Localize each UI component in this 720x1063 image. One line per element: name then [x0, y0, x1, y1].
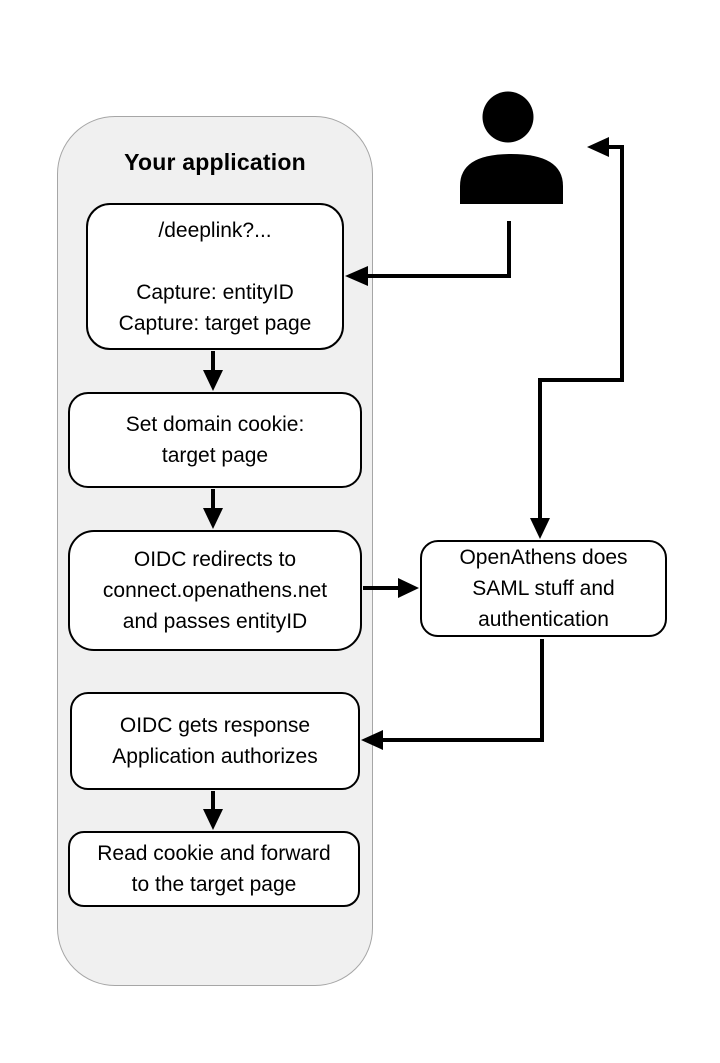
node-text: /deeplink?...: [158, 218, 272, 242]
node-text: Read cookie and forward: [97, 842, 331, 865]
node-text: authentication: [478, 608, 609, 631]
node-text: SAML stuff and: [472, 577, 615, 600]
node-text: target page: [161, 444, 269, 467]
node-text: Application authorizes: [112, 745, 318, 768]
node-text: to the target page: [131, 873, 297, 896]
node-text: and passes entityID: [122, 610, 308, 633]
node-text: Capture: target page: [118, 311, 312, 335]
group-title: Your application: [124, 149, 306, 175]
node-oidc-redirect: OIDC redirects to connect.openathens.net…: [68, 530, 362, 651]
node-openathens-saml: OpenAthens does SAML stuff and authentic…: [420, 540, 667, 637]
node-text: OIDC gets response: [119, 714, 311, 737]
node-text: Capture: entityID: [136, 280, 294, 304]
node-oidc-response: OIDC gets response Application authorize…: [70, 692, 360, 790]
node-text: OpenAthens does: [459, 546, 628, 569]
node-deeplink: /deeplink?... Capture: entityID Capture:…: [86, 203, 344, 350]
node-text: OIDC redirects to: [133, 548, 297, 571]
node-text: connect.openathens.net: [102, 579, 328, 602]
node-read-cookie: Read cookie and forward to the target pa…: [68, 831, 360, 907]
arrow-openathens-user-roundtrip: [530, 137, 624, 539]
node-set-domain-cookie: Set domain cookie: target page: [68, 392, 362, 488]
arrow-openathens-to-response: [361, 639, 544, 750]
node-text: Set domain cookie:: [125, 413, 305, 436]
user-icon: [460, 91, 563, 204]
